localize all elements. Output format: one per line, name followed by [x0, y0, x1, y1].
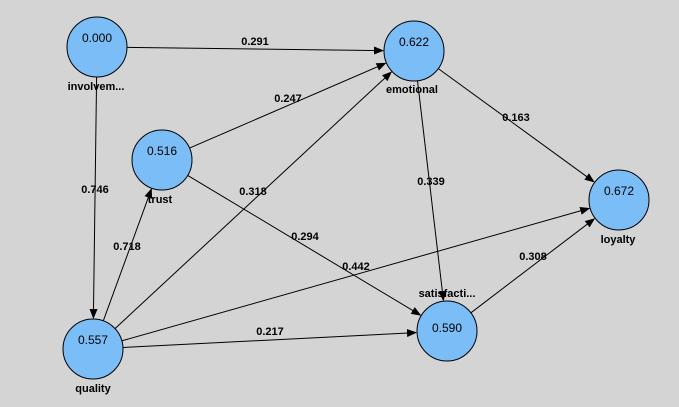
- node-satisfaction[interactable]: 0.590 satisfacti...: [416, 288, 478, 362]
- node-loyalty[interactable]: 0.672 loyalty: [588, 169, 650, 246]
- edge-involvement-emotional[interactable]: [126, 46, 384, 55]
- edge-label-quality-emotional: 0.318: [239, 186, 267, 198]
- node-circle-trust[interactable]: [131, 129, 193, 191]
- edge-label-involvement-quality: 0.746: [81, 184, 109, 196]
- node-label-loyalty: loyalty: [601, 234, 637, 246]
- edge-label-emotional-loyalty: 0.163: [502, 112, 530, 124]
- node-value-loyalty: 0.672: [604, 184, 634, 198]
- edge-label-quality-satisfaction: 0.217: [256, 326, 284, 338]
- edge-label-involvement-emotional: 0.291: [241, 36, 269, 48]
- node-emotional[interactable]: 0.622 emotional: [383, 20, 445, 96]
- node-label-satisfaction: satisfacti...: [419, 288, 476, 300]
- edge-trust-satisfaction[interactable]: [187, 174, 422, 316]
- edge-satisfaction-loyalty[interactable]: [470, 218, 596, 314]
- edge-label-trust-emotional: 0.247: [274, 93, 302, 105]
- node-value-satisfaction: 0.590: [432, 321, 462, 335]
- node-value-emotional: 0.622: [399, 35, 429, 49]
- edge-label-quality-loyalty: 0.442: [342, 261, 370, 273]
- nodes-layer: 0.000 involvem... 0.516 trust 0.557 qual…: [62, 16, 650, 395]
- edge-label-trust-satisfaction: 0.294: [291, 231, 319, 243]
- node-circle-involvement[interactable]: [66, 16, 128, 78]
- node-value-quality: 0.557: [78, 333, 108, 347]
- node-involvement[interactable]: 0.000 involvem...: [66, 16, 128, 93]
- node-circle-loyalty[interactable]: [588, 169, 650, 231]
- edge-label-satisfaction-loyalty: 0.308: [519, 251, 547, 263]
- edge-label-quality-trust: 0.718: [113, 241, 141, 253]
- edge-quality-loyalty[interactable]: [121, 207, 591, 342]
- edge-labels-layer: 0.291 0.746 0.247 0.294 0.718 0.318 0.44…: [81, 36, 547, 338]
- node-circle-emotional[interactable]: [383, 20, 445, 82]
- edge-involvement-quality[interactable]: [89, 76, 98, 319]
- node-circle-satisfaction[interactable]: [416, 300, 478, 362]
- node-value-involvement: 0.000: [82, 31, 112, 45]
- node-trust[interactable]: 0.516 trust: [131, 129, 193, 206]
- node-circle-quality[interactable]: [62, 318, 124, 380]
- node-label-emotional: emotional: [386, 84, 438, 96]
- edge-quality-trust[interactable]: [102, 188, 153, 321]
- edge-emotional-loyalty[interactable]: [438, 68, 595, 183]
- edge-quality-satisfaction[interactable]: [122, 329, 417, 348]
- node-label-quality: quality: [75, 383, 111, 395]
- edges-layer: [89, 46, 596, 348]
- edge-quality-emotional[interactable]: [114, 71, 393, 329]
- node-quality[interactable]: 0.557 quality: [62, 318, 124, 395]
- edge-trust-emotional[interactable]: [189, 62, 387, 149]
- edge-emotional-satisfaction[interactable]: [417, 80, 447, 302]
- node-label-involvement: involvem...: [68, 81, 125, 93]
- node-value-trust: 0.516: [147, 144, 177, 158]
- node-label-trust: trust: [148, 194, 173, 206]
- edge-label-emotional-satisfaction: 0.339: [417, 176, 445, 188]
